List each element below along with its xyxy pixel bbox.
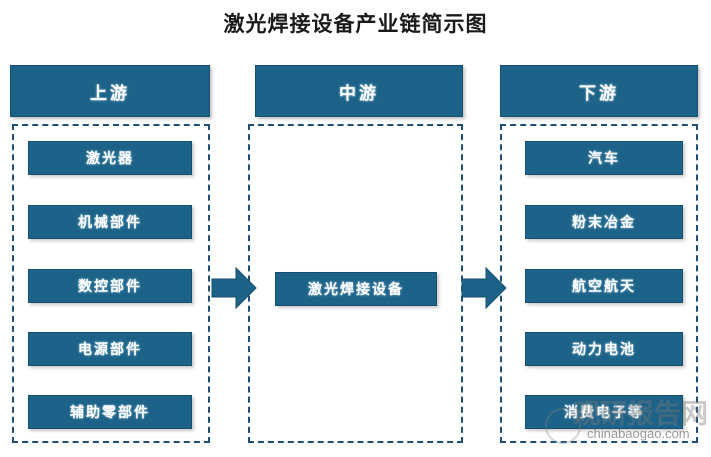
upstream-item-power-supply-parts: 电源部件: [28, 332, 192, 366]
column-header-downstream: 下游: [500, 65, 698, 117]
upstream-item-mechanical-parts-label: 机械部件: [78, 216, 142, 231]
midstream-item-laser-welding-equipment-label: 激光焊接设备: [308, 283, 404, 298]
upstream-item-laser-label: 激光器: [86, 152, 134, 167]
downstream-item-powder-metallurgy-label: 粉末冶金: [572, 216, 636, 231]
downstream-item-consumer-electronics-label: 消费电子等: [564, 406, 644, 421]
upstream-item-auxiliary-parts-label: 辅助零部件: [70, 406, 150, 421]
downstream-item-aerospace-label: 航空航天: [572, 280, 636, 295]
upstream-item-cnc-parts: 数控部件: [28, 269, 192, 303]
downstream-item-power-battery: 动力电池: [525, 332, 683, 366]
upstream-item-mechanical-parts: 机械部件: [28, 205, 192, 239]
downstream-item-automobile: 汽车: [525, 141, 683, 175]
column-header-midstream: 中游: [255, 65, 463, 117]
right-arrow-icon: [460, 265, 508, 311]
downstream-item-power-battery-label: 动力电池: [572, 343, 636, 358]
downstream-item-aerospace: 航空航天: [525, 269, 683, 303]
downstream-item-powder-metallurgy: 粉末冶金: [525, 205, 683, 239]
midstream-item-laser-welding-equipment: 激光焊接设备: [275, 272, 437, 306]
column-header-midstream-label: 中游: [339, 83, 379, 103]
page-title: 激光焊接设备产业链简示图: [223, 12, 488, 36]
column-header-downstream-label: 下游: [579, 83, 619, 103]
upstream-item-laser: 激光器: [28, 141, 192, 175]
upstream-item-cnc-parts-label: 数控部件: [78, 280, 142, 295]
upstream-item-auxiliary-parts: 辅助零部件: [28, 395, 192, 429]
right-arrow-icon: [210, 265, 258, 311]
downstream-item-consumer-electronics: 消费电子等: [525, 395, 683, 429]
column-header-upstream: 上游: [10, 65, 210, 117]
downstream-item-automobile-label: 汽车: [588, 152, 620, 167]
upstream-group-container: [12, 124, 210, 443]
column-header-upstream-label: 上游: [90, 83, 130, 103]
upstream-item-power-supply-parts-label: 电源部件: [78, 343, 142, 358]
